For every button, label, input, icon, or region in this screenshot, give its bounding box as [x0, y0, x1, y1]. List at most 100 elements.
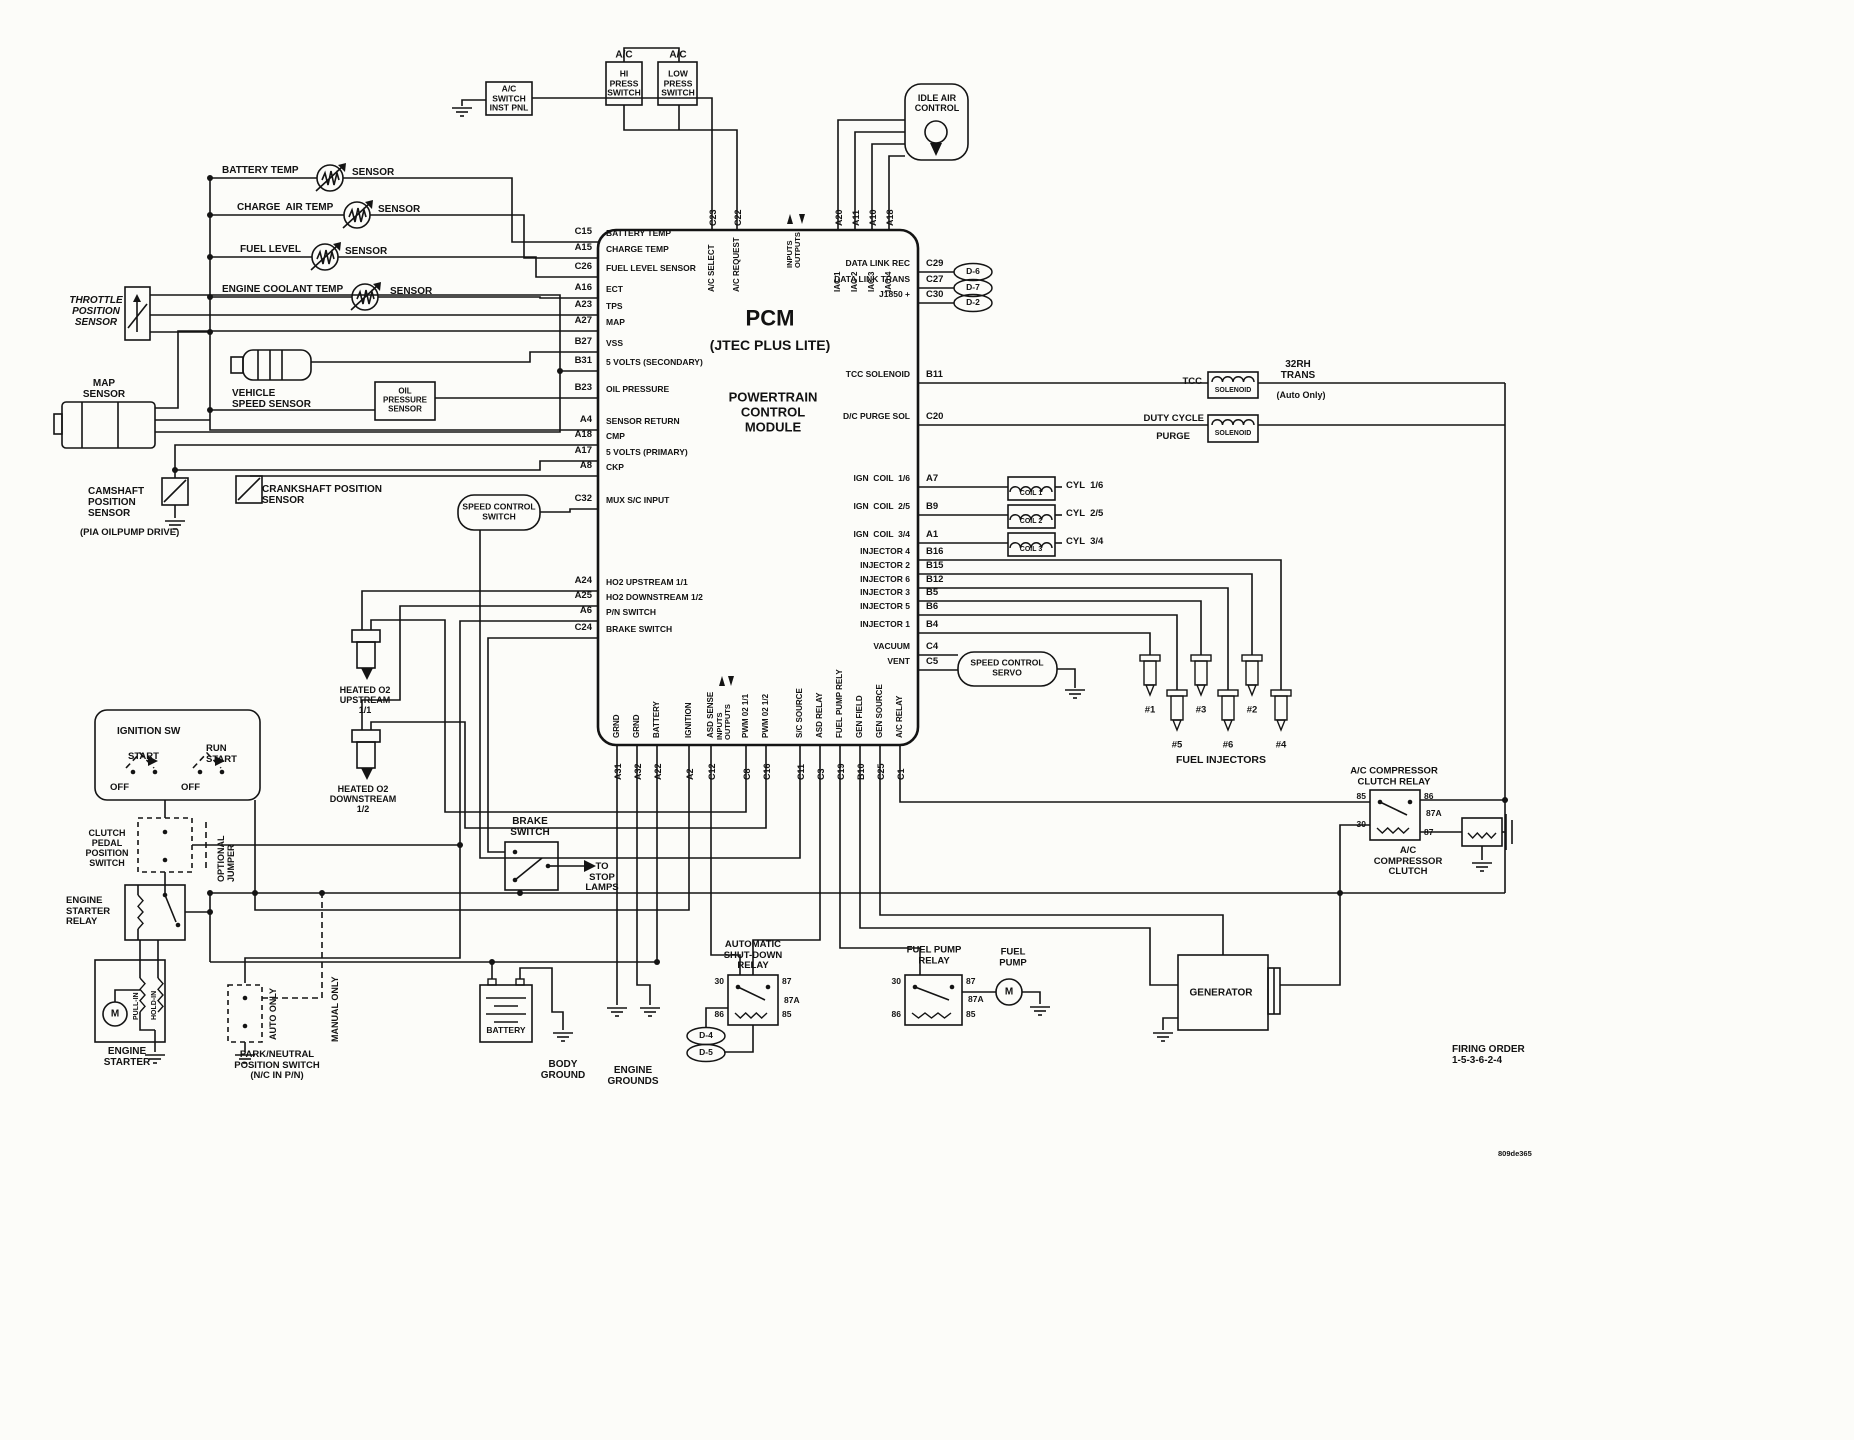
- wire: [342, 203, 370, 229]
- arrow-icon: [584, 860, 596, 872]
- asd-pin-30: 30: [714, 976, 724, 986]
- purge-label: PURGE: [1156, 431, 1190, 442]
- wire: [724, 1025, 754, 1053]
- winding-icon: [1009, 514, 1053, 521]
- wire: [871, 143, 905, 230]
- contact-dot: [512, 877, 518, 883]
- pcm-top-pin-code-5: A18: [885, 209, 895, 226]
- contact-dot: [175, 922, 181, 928]
- pcm-right-pin-code-C29: C29: [926, 258, 944, 269]
- coil2-label: COIL 2: [1019, 518, 1043, 526]
- junction-dot: [489, 959, 495, 965]
- pcm-top-pin-name-3: IAC 2: [850, 271, 859, 292]
- pcm-bottom-pin-name-8: ASD RELAY: [815, 692, 824, 739]
- wire: [254, 745, 690, 911]
- injector-nozzle-icon: [1275, 719, 1287, 732]
- pcm-right-pin-code-B6: B6: [926, 601, 939, 612]
- vss-tip: [230, 356, 244, 374]
- junction-dot: [207, 909, 213, 915]
- arrow-icon: [148, 756, 158, 766]
- asd-relay-label: AUTOMATIC SHUT-DOWN RELAY: [723, 939, 783, 972]
- wire: [237, 477, 261, 501]
- asd-pin-86: 86: [714, 1009, 724, 1019]
- wire: [918, 632, 1151, 655]
- wire: [163, 479, 187, 503]
- pcm-subtitle: (JTEC PLUS LITE): [709, 336, 831, 353]
- pcm-right-pin-code-B9: B9: [926, 501, 939, 512]
- pcm-right-pin-name-11: INJECTOR 3: [860, 587, 910, 597]
- wire: [710, 745, 741, 975]
- wire: [1379, 801, 1408, 816]
- wire: [837, 119, 905, 230]
- duty-solenoid-label: SOLENOID: [1214, 430, 1252, 438]
- pcm-right-pin-code-B4: B4: [926, 619, 939, 630]
- pcm-left-pin-name-10: CMP: [606, 431, 625, 441]
- pcm-right-pin-name-5: IGN COIL 1/6: [853, 473, 910, 483]
- pcm-bottom-pin-name-3: IGNITION: [684, 702, 693, 738]
- pcm-left-pin-code-B27: B27: [574, 336, 592, 347]
- battery-terminal-icon: [487, 978, 497, 986]
- pcm-left-pin-name-6: VSS: [606, 338, 624, 348]
- cyl16-label: CYL 1/6: [1066, 480, 1104, 491]
- contact-dot: [162, 829, 168, 835]
- junction-dot: [207, 254, 213, 260]
- ac-relay-pin-87: 87: [1424, 827, 1434, 837]
- starter-m-label: M: [110, 1008, 120, 1020]
- temp-sensor-icon: [311, 243, 339, 271]
- injector-nozzle-icon: [1144, 684, 1156, 697]
- pcm-bottom-pin-name-7: S/C SOURCE: [795, 688, 804, 738]
- junction-dot: [1502, 797, 1508, 803]
- contact-dot: [152, 769, 158, 775]
- motor-icon: [995, 978, 1023, 1006]
- wire: [859, 745, 1178, 986]
- pcm-left-pin-code-A25: A25: [574, 590, 592, 601]
- pcm-right-pin-name-13: INJECTOR 1: [860, 619, 910, 629]
- connector-oval-icon: [953, 262, 993, 282]
- figure-code-label: 809de365: [1498, 1149, 1532, 1158]
- idle-air-control-label: IDLE AIR CONTROL: [914, 92, 960, 113]
- pcm-left-pin-code-A8: A8: [579, 460, 592, 471]
- pcm-bottom-pin-code-5: C8: [742, 768, 752, 780]
- vss-label: VEHICLE SPEED SENSOR: [232, 388, 311, 411]
- arrow-icon: [338, 163, 346, 172]
- pcm-bottom-pin-name-4: ASD SENSE: [706, 691, 715, 738]
- wire: [155, 371, 561, 433]
- connector-oval-icon: [686, 1043, 726, 1063]
- generator-label: GENERATOR: [1189, 987, 1253, 999]
- wire: [361, 590, 598, 630]
- ignition-switch-box: [94, 709, 261, 801]
- temp-sensor-icon: [351, 283, 379, 311]
- manual-only-label: MANUAL ONLY: [330, 976, 340, 1042]
- speed-control-switch-label: SPEED CONTROL SWITCH: [462, 501, 536, 521]
- pcm-top-pin-name-1: A/C REQUEST: [732, 237, 741, 292]
- pcm-left-pin-code-A6: A6: [579, 605, 592, 616]
- wire: [918, 587, 1229, 690]
- pcm-top-pin-code-1: C22: [733, 209, 743, 226]
- wire: [737, 986, 766, 1001]
- fp-relay-box: [904, 974, 963, 1026]
- wire: [127, 303, 148, 329]
- fuel-level-label: FUEL LEVEL: [240, 244, 301, 255]
- junction-dot: [252, 890, 258, 896]
- duty-cycle-label: DUTY CYCLE: [1143, 413, 1204, 424]
- wire: [839, 745, 921, 975]
- pcm-top-pin-name-4: IAC 3: [867, 271, 876, 292]
- wire: [175, 460, 598, 471]
- pcm-bottom-pin-name-5: PWM 02 1/1: [741, 693, 750, 738]
- cyl25-label: CYL 2/5: [1066, 508, 1104, 519]
- junction-dot: [207, 294, 213, 300]
- ac-switch-instpnl-label: A/C SWITCH INST PNL: [489, 83, 529, 113]
- pcm-right-pin-code-C20: C20: [926, 411, 944, 422]
- pcm-right-pin-code-B15: B15: [926, 560, 944, 571]
- engine-coolant-label: ENGINE COOLANT TEMP: [222, 284, 344, 295]
- ac-low-press-box: [657, 61, 698, 106]
- coil-zigzag-icon: [1467, 831, 1497, 840]
- o2-downstream-label: HEATED O2 DOWNSTREAM 1/2: [329, 783, 397, 815]
- pcm-right-pin-code-B11: B11: [926, 369, 943, 380]
- wire: [705, 1007, 728, 1028]
- ac-clutch-relay-label: A/C COMPRESSOR CLUTCH RELAY: [1350, 765, 1438, 787]
- pcm-right-pin-name-10: INJECTOR 6: [860, 574, 910, 584]
- d5-label: D-5: [699, 1047, 713, 1058]
